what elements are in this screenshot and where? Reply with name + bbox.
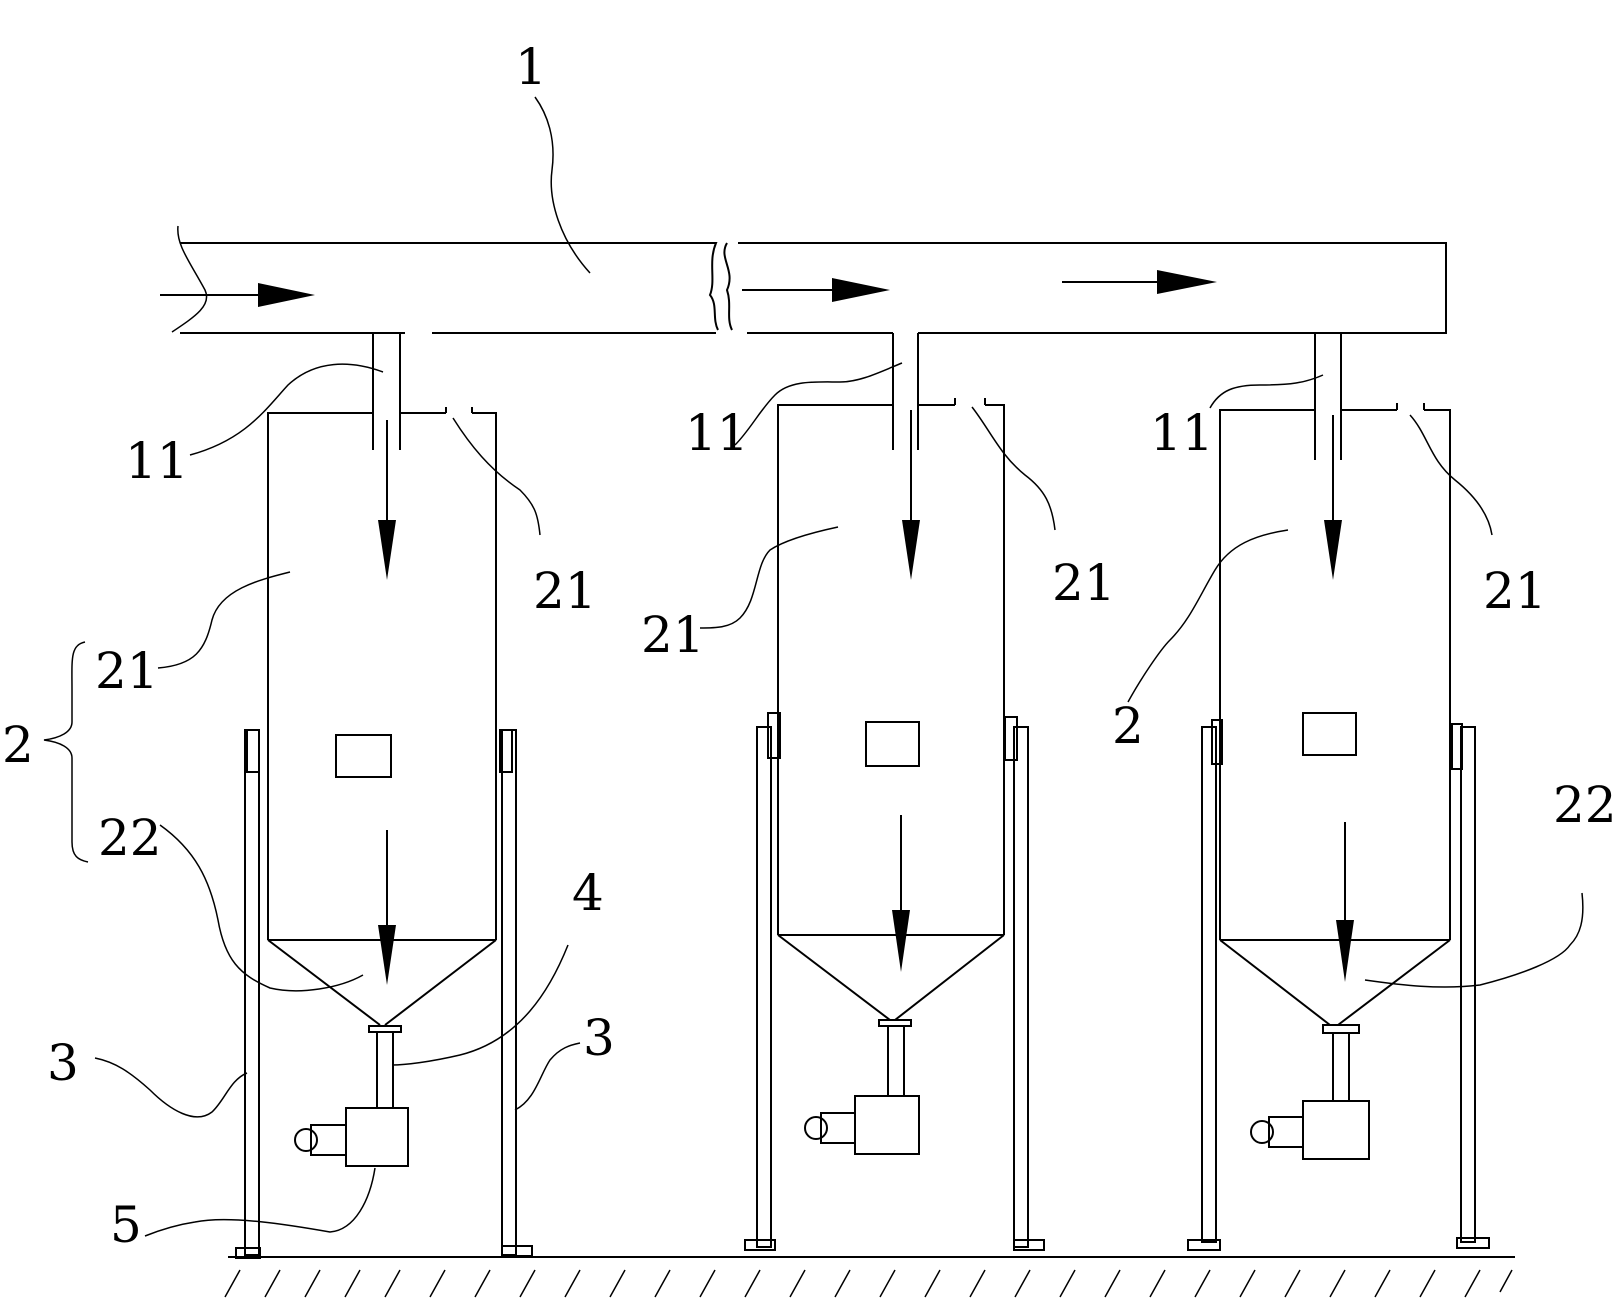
leader-lines [43,96,1584,1237]
label-tube: 4 [572,864,604,922]
tank-2 [744,333,1045,1251]
pipe-break-mark [171,225,208,333]
reference-labels: 1 11 21 21 2 22 4 3 3 5 11 21 21 11 21 2… [2,38,1617,1254]
label-leg-right: 3 [583,1009,615,1067]
tank-1 [235,333,533,1259]
tank-3 [1187,333,1490,1251]
label-branch-3: 11 [1150,404,1214,462]
label-pipe: 1 [515,38,547,96]
label-tank-1: 2 [2,716,34,774]
label-branch-2: 11 [685,404,749,462]
label-cylinder-top-2: 21 [1052,554,1116,612]
label-cylinder-2: 21 [641,606,705,664]
label-cone-1: 22 [98,809,162,867]
label-leg-left: 3 [47,1034,79,1092]
label-cylinder-top-3: 21 [1483,562,1547,620]
label-motor: 5 [110,1196,142,1254]
label-cylinder-1: 21 [95,642,159,700]
label-cylinder-top-1: 21 [533,562,597,620]
ground [224,1256,1515,1298]
flow-arrows-pipe [160,270,1217,307]
label-tank-3: 2 [1112,697,1144,755]
tank-brace [43,641,89,863]
label-branch-1: 11 [125,432,189,490]
label-cone-3: 22 [1553,776,1617,834]
main-pipe [171,225,1447,334]
